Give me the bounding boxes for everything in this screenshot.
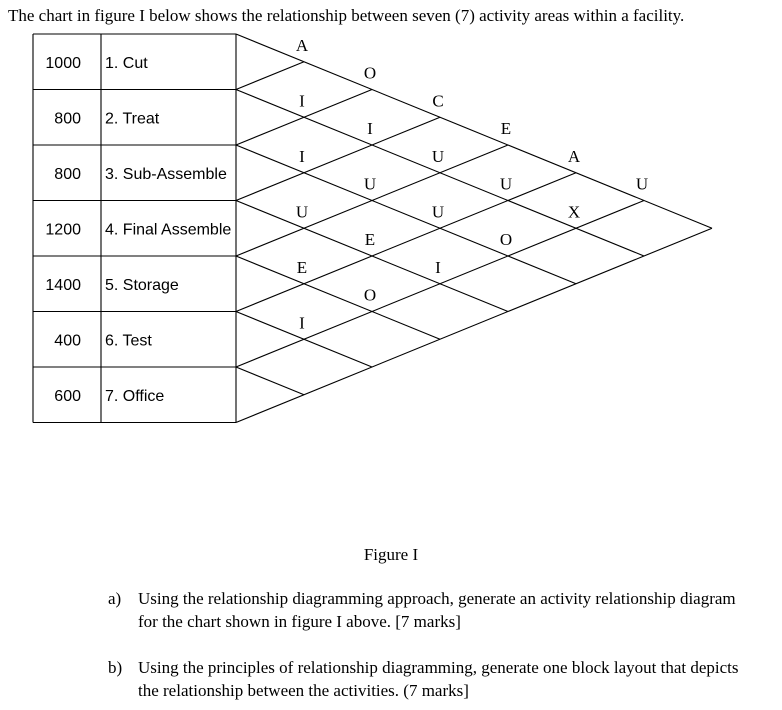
activity-rows: 1000 1. Cut 800 2. Treat 800 3. Sub-Assemble 1…: [45, 55, 231, 405]
grid-diagonal-up: [235, 227, 713, 424]
relationship-code: U: [636, 175, 648, 194]
relationship-code: E: [297, 258, 307, 277]
activity-area: 800: [54, 110, 81, 127]
relationship-code: E: [501, 119, 511, 138]
relationship-code: U: [432, 202, 444, 221]
activity-area: 800: [54, 166, 81, 183]
question-a: a) Using the relationship diagramming ap…: [108, 587, 748, 633]
relationship-code: I: [299, 147, 305, 166]
activity-name: 7. Office: [105, 388, 164, 405]
question-a-label: a): [108, 589, 122, 608]
relationship-code: C: [432, 91, 443, 110]
activity-name: 5. Storage: [105, 277, 179, 294]
activity-area: 1000: [45, 55, 81, 72]
relationship-code: I: [367, 119, 373, 138]
activity-name: 1. Cut: [105, 55, 148, 72]
activity-area: 1200: [45, 221, 81, 238]
question-b-text: Using the principles of relationship dia…: [138, 658, 739, 700]
activity-area: 1400: [45, 277, 81, 294]
activity-area: 400: [54, 332, 81, 349]
relationship-code: I: [299, 313, 305, 332]
grid-diagonal-down: [235, 33, 713, 229]
relationship-code: X: [568, 202, 580, 221]
relationship-code: A: [296, 36, 309, 55]
relationship-code: E: [365, 230, 375, 249]
relationship-code: U: [432, 147, 444, 166]
activity-name: 4. Final Assemble: [105, 221, 231, 238]
relationship-code: O: [364, 286, 376, 305]
question-a-text: Using the relationship diagramming appro…: [138, 589, 736, 631]
figure-caption: Figure I: [363, 545, 419, 564]
relationship-code: U: [364, 175, 376, 194]
activity-name: 2. Treat: [105, 110, 160, 127]
activity-name: 6. Test: [105, 332, 152, 349]
activity-area: 600: [54, 388, 81, 405]
grid-diagonal-down: [235, 255, 441, 340]
grid-diagonal-up: [235, 116, 441, 202]
activity-name: 3. Sub-Assemble: [105, 166, 227, 183]
relationship-code: O: [500, 230, 512, 249]
question-b: b) Using the principles of relationship …: [108, 656, 748, 702]
grid-diagonal-down: [235, 366, 305, 396]
grid-diagonal-up: [235, 61, 305, 91]
question-b-label: b): [108, 658, 123, 677]
chart-grid: [32, 33, 713, 424]
relationship-code: I: [435, 258, 441, 277]
relationship-codes: A O C E A U I I U U X I U U O U E I E O I: [296, 36, 648, 333]
relationship-code: U: [500, 175, 512, 194]
intro-text: The chart in figure I below shows the re…: [8, 6, 685, 25]
relationship-code: A: [568, 147, 581, 166]
grid-diagonal-up: [235, 172, 577, 313]
grid-diagonal-down: [235, 144, 577, 285]
relationship-code: U: [296, 202, 308, 221]
relationship-code: O: [364, 64, 376, 83]
grid-diagonal-up: [235, 88, 373, 146]
relationship-code: I: [299, 91, 305, 110]
grid-diagonal-up: [235, 199, 645, 368]
grid-diagonal-up: [235, 144, 509, 257]
relationship-chart: 1000 1. Cut 800 2. Treat 800 3. Sub-Assemble 1…: [32, 33, 713, 424]
